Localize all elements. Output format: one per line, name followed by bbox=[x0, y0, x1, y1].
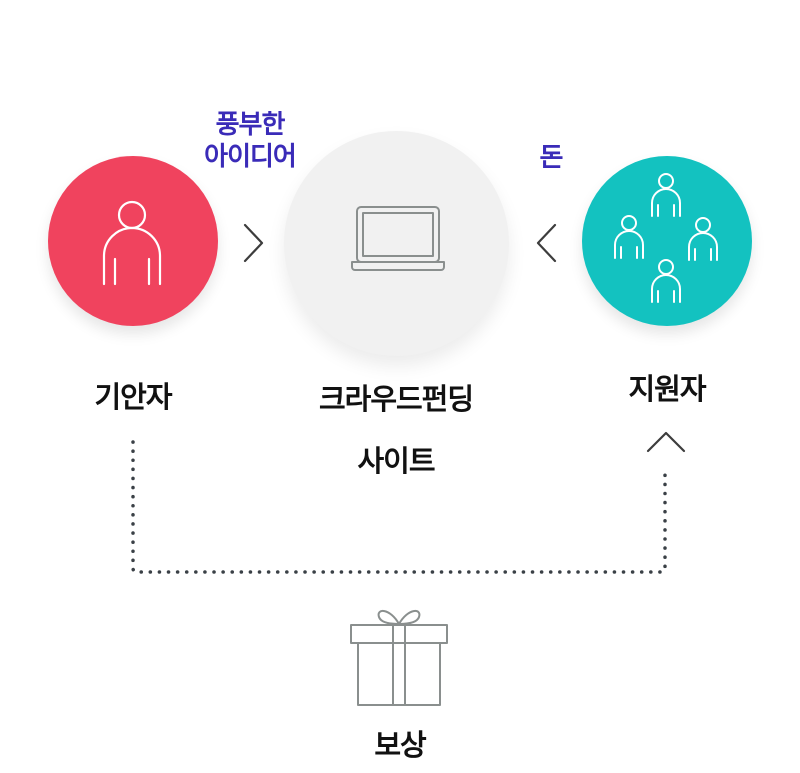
crowdfunding-site-node bbox=[284, 131, 509, 356]
idea-flow-label: 풍부한 아이디어 bbox=[186, 109, 314, 173]
chevron-right-icon bbox=[243, 223, 264, 263]
money-flow-label: 돈 bbox=[539, 143, 564, 173]
gift-icon bbox=[350, 610, 448, 706]
laptop-icon bbox=[351, 206, 445, 271]
proposer-node bbox=[48, 156, 218, 326]
chevron-left-icon bbox=[536, 223, 557, 263]
site-label-line2: 사이트 bbox=[357, 444, 435, 478]
idea-flow-line2: 아이디어 bbox=[204, 142, 297, 172]
idea-flow-line1: 풍부한 bbox=[215, 110, 286, 140]
chevron-up-icon bbox=[646, 431, 686, 453]
supporter-node bbox=[582, 156, 752, 326]
person-icon bbox=[102, 200, 162, 286]
group-icon bbox=[614, 173, 718, 303]
supporter-label: 지원자 bbox=[628, 372, 706, 406]
site-label-line1: 크라우드펀딩 bbox=[318, 382, 474, 416]
reward-label: 보상 bbox=[374, 728, 426, 762]
proposer-label: 기안자 bbox=[94, 380, 172, 414]
